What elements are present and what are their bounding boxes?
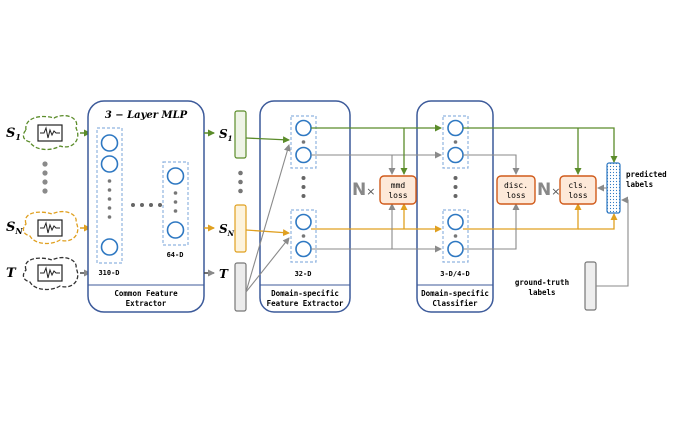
mlp-neuron: [100, 238, 119, 256]
t-to-dsfe-bottom-arrow: [245, 237, 290, 293]
dsfe-box: [259, 100, 351, 313]
mlp-layer-310d: [96, 127, 123, 264]
dsfe-unit-dots: [301, 176, 306, 198]
cls-loss-line2: loss: [568, 191, 587, 200]
dsc-neuron: [447, 119, 464, 137]
s1-signal-cloud: [22, 114, 79, 151]
source-sn-input: SN: [6, 210, 91, 245]
sn-signal-cloud: [22, 210, 79, 245]
dsc-label-line2: Classifier: [432, 299, 478, 308]
mmd-loss-box: [379, 175, 417, 205]
sn-input-label: SN: [6, 220, 23, 236]
dsfe-neuron: [295, 213, 312, 231]
mlp-layer-64d: [162, 161, 189, 246]
dsc-tn-to-disc-arrow: [463, 203, 520, 250]
cls-loss-box: [559, 175, 597, 205]
ground-truth-labels-line2: labels: [528, 288, 555, 297]
disc-loss-box: [496, 175, 536, 205]
dsc-neuron: [447, 146, 464, 164]
mlp-out-t-label: T: [219, 267, 229, 281]
source-t-input: T: [6, 256, 91, 291]
dsc-label-line1: Domain-specific: [421, 289, 489, 298]
common-feature-extractor: 3 − Layer MLP Common Feature Extractor 3…: [87, 100, 205, 313]
dsc-sn-to-pred-arrow: [578, 213, 618, 230]
mlp-neuron: [100, 134, 119, 152]
dsc-neuron: [447, 213, 464, 231]
source-s1-input: S1: [6, 114, 91, 151]
t-input-label: T: [6, 266, 17, 281]
dsfe-neuron: [295, 119, 312, 137]
mlp-out-s1-label: S1: [219, 127, 233, 143]
dsc-neuron: [447, 240, 464, 258]
dsfe-dim: 32-D: [295, 270, 312, 278]
s1-to-dsfe-arrow: [245, 136, 290, 144]
cls-multiplier: N×: [537, 180, 560, 200]
t-signal-icon: [37, 264, 63, 282]
dsc-unit-s1: [442, 115, 469, 169]
ground-truth-labels-line1: ground-truth: [515, 278, 569, 287]
predicted-labels-bar: [606, 162, 621, 214]
mlp-neuron: [166, 221, 185, 239]
mlp-dim-64: 64-D: [167, 251, 184, 259]
dsc-unit-sn: [442, 209, 469, 263]
feature-bar-sn: [234, 204, 247, 253]
feature-bar-t: [234, 262, 247, 312]
dsfe-label-line1: Domain-specific: [271, 289, 339, 298]
dsc-unit-dots: [453, 176, 458, 198]
mlp-title: 3 − Layer MLP: [105, 110, 188, 121]
dsc-s1-to-pred-arrow: [463, 127, 618, 163]
predicted-labels-line2: labels: [626, 180, 653, 189]
domain-specific-classifier: Domain-specific Classifier 3-D/4-D: [416, 100, 494, 313]
dsfe-unit-sn: [290, 209, 317, 263]
t-signal-cloud: [22, 256, 79, 291]
gt-to-pred-arrow: [596, 196, 629, 287]
sn-signal-icon: [37, 219, 63, 237]
mlp-out-sn-label: SN: [219, 222, 235, 238]
mlp-hidden-dots: [131, 203, 162, 207]
t-to-dsfe-top-arrow: [245, 144, 291, 293]
cls-loss-line1: cls.: [568, 181, 587, 190]
ground-truth-labels-bar: [584, 261, 597, 311]
dsfe-neuron: [295, 146, 312, 164]
mmd-loss-line1: mmd: [391, 181, 406, 190]
sn-to-dsfe-arrow: [245, 229, 290, 237]
predicted-labels-line1: predicted: [626, 170, 667, 179]
dsfe-neuron: [295, 240, 312, 258]
mlp-neuron: [100, 155, 119, 173]
disc-loss-line2: loss: [506, 191, 525, 200]
mlp-neuron: [166, 167, 185, 185]
dsc-dim: 3-D/4-D: [440, 270, 470, 278]
domain-specific-feature-extractor: Domain-specific Feature Extractor 32-D: [259, 100, 351, 313]
mlp-box: [87, 100, 205, 313]
mmd-loss-line2: loss: [388, 191, 407, 200]
dsfe-label-line2: Feature Extractor: [267, 299, 344, 308]
dsfe-unit-s1: [290, 115, 317, 169]
feature-bar-s1: [234, 110, 247, 159]
feature-bar-dots: [238, 170, 243, 194]
dsc-t1-to-disc-arrow: [463, 154, 520, 175]
disc-loss-line1: disc.: [504, 181, 528, 190]
mlp-label-line2: Extractor: [126, 299, 167, 308]
mlp-dim-310: 310-D: [98, 269, 119, 277]
s1-input-label: S1: [6, 126, 21, 142]
s1-signal-icon: [37, 124, 63, 142]
mmd-multiplier: N×: [352, 180, 375, 200]
source-dots: [42, 161, 48, 194]
mlp-label-line1: Common Feature: [114, 289, 178, 298]
